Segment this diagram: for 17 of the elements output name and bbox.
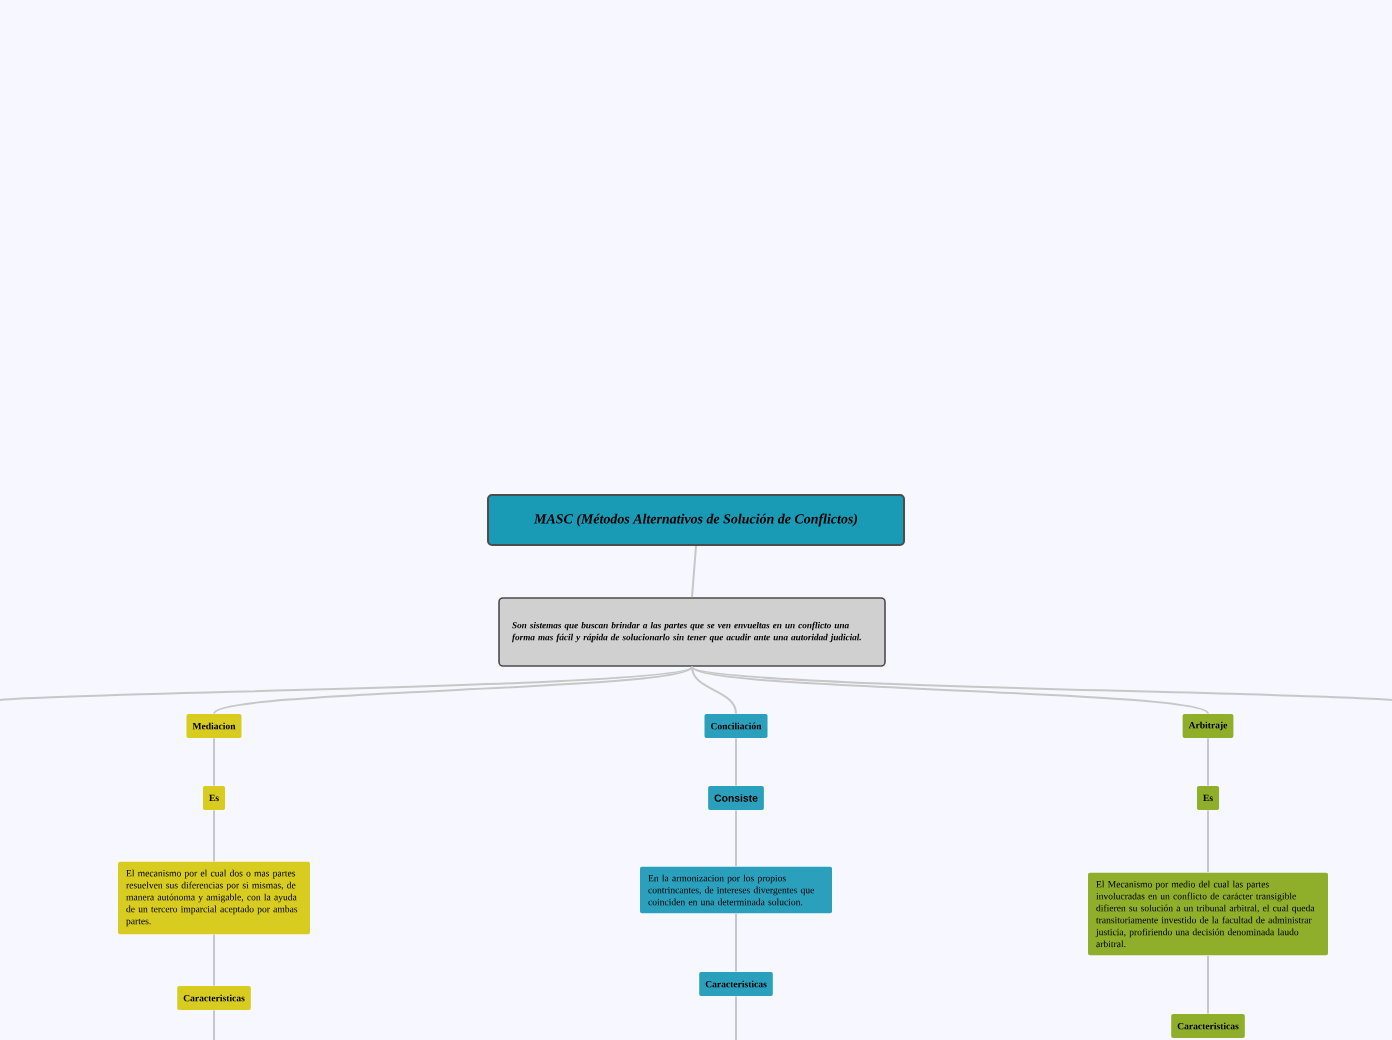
connector-line xyxy=(691,545,697,599)
connector-line xyxy=(1207,954,1209,1015)
connector-line xyxy=(735,737,737,787)
connector-line xyxy=(213,933,215,987)
connector-line xyxy=(1207,809,1209,874)
connector-line xyxy=(735,912,737,973)
connector-line xyxy=(213,1009,215,1040)
connector-line xyxy=(735,995,737,1040)
connector-line xyxy=(213,665,693,715)
connector-line xyxy=(1207,737,1209,787)
connector-line xyxy=(691,665,1392,701)
connector-line xyxy=(0,665,693,701)
connector-line xyxy=(213,737,215,787)
connector-line xyxy=(213,809,215,863)
connector-line xyxy=(691,665,737,715)
connector-line xyxy=(691,665,1209,715)
connector-line xyxy=(735,809,737,868)
